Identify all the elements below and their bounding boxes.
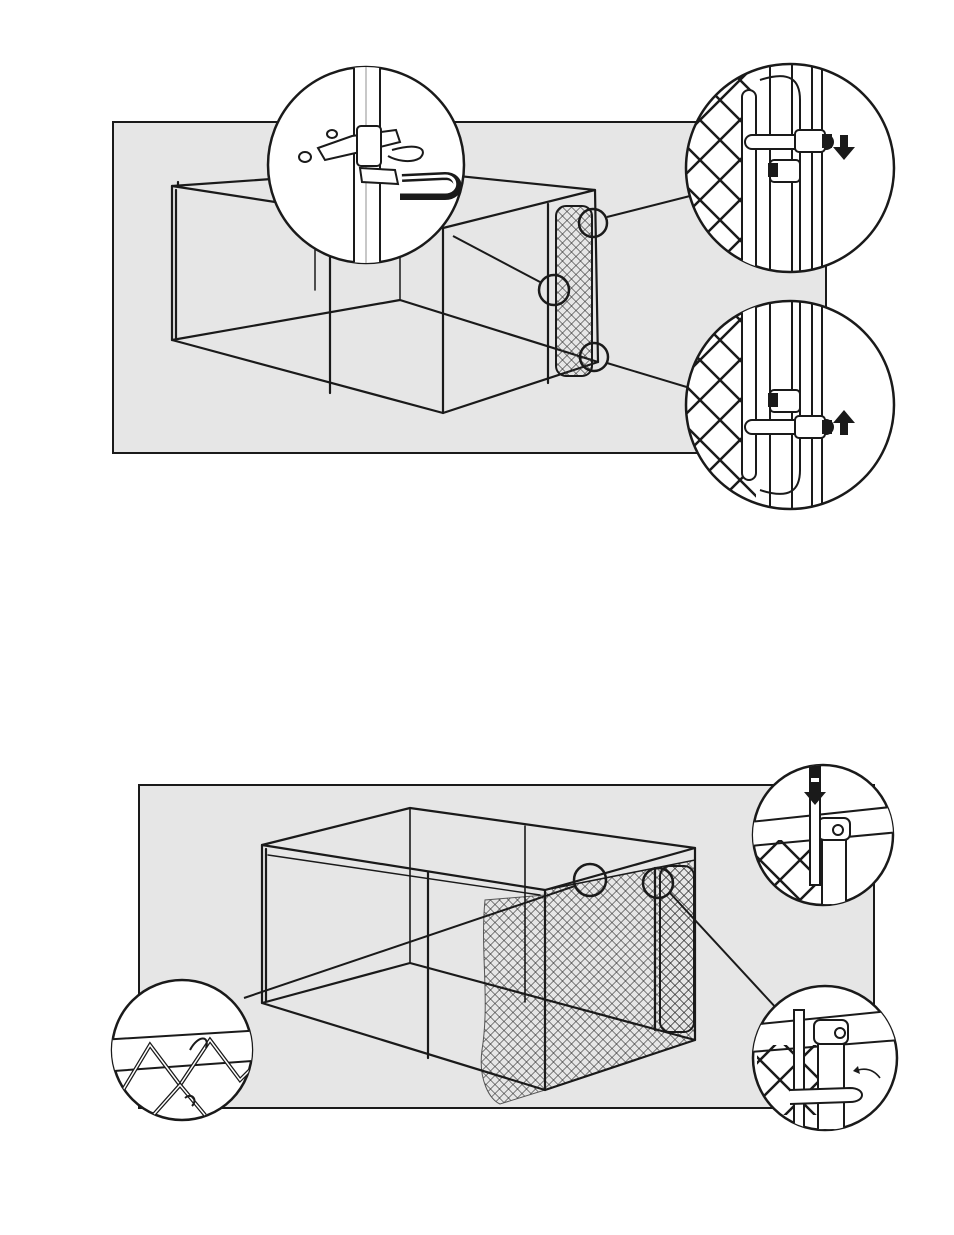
figure-gate-latch-installation <box>113 60 894 520</box>
top-rail-insert-detail <box>750 765 900 905</box>
lower-hinge-detail <box>686 300 894 520</box>
kennel-gate-2 <box>655 866 694 1032</box>
rail-clamp-detail <box>750 986 900 1130</box>
figure-chain-link-mesh-installation <box>100 765 900 1130</box>
